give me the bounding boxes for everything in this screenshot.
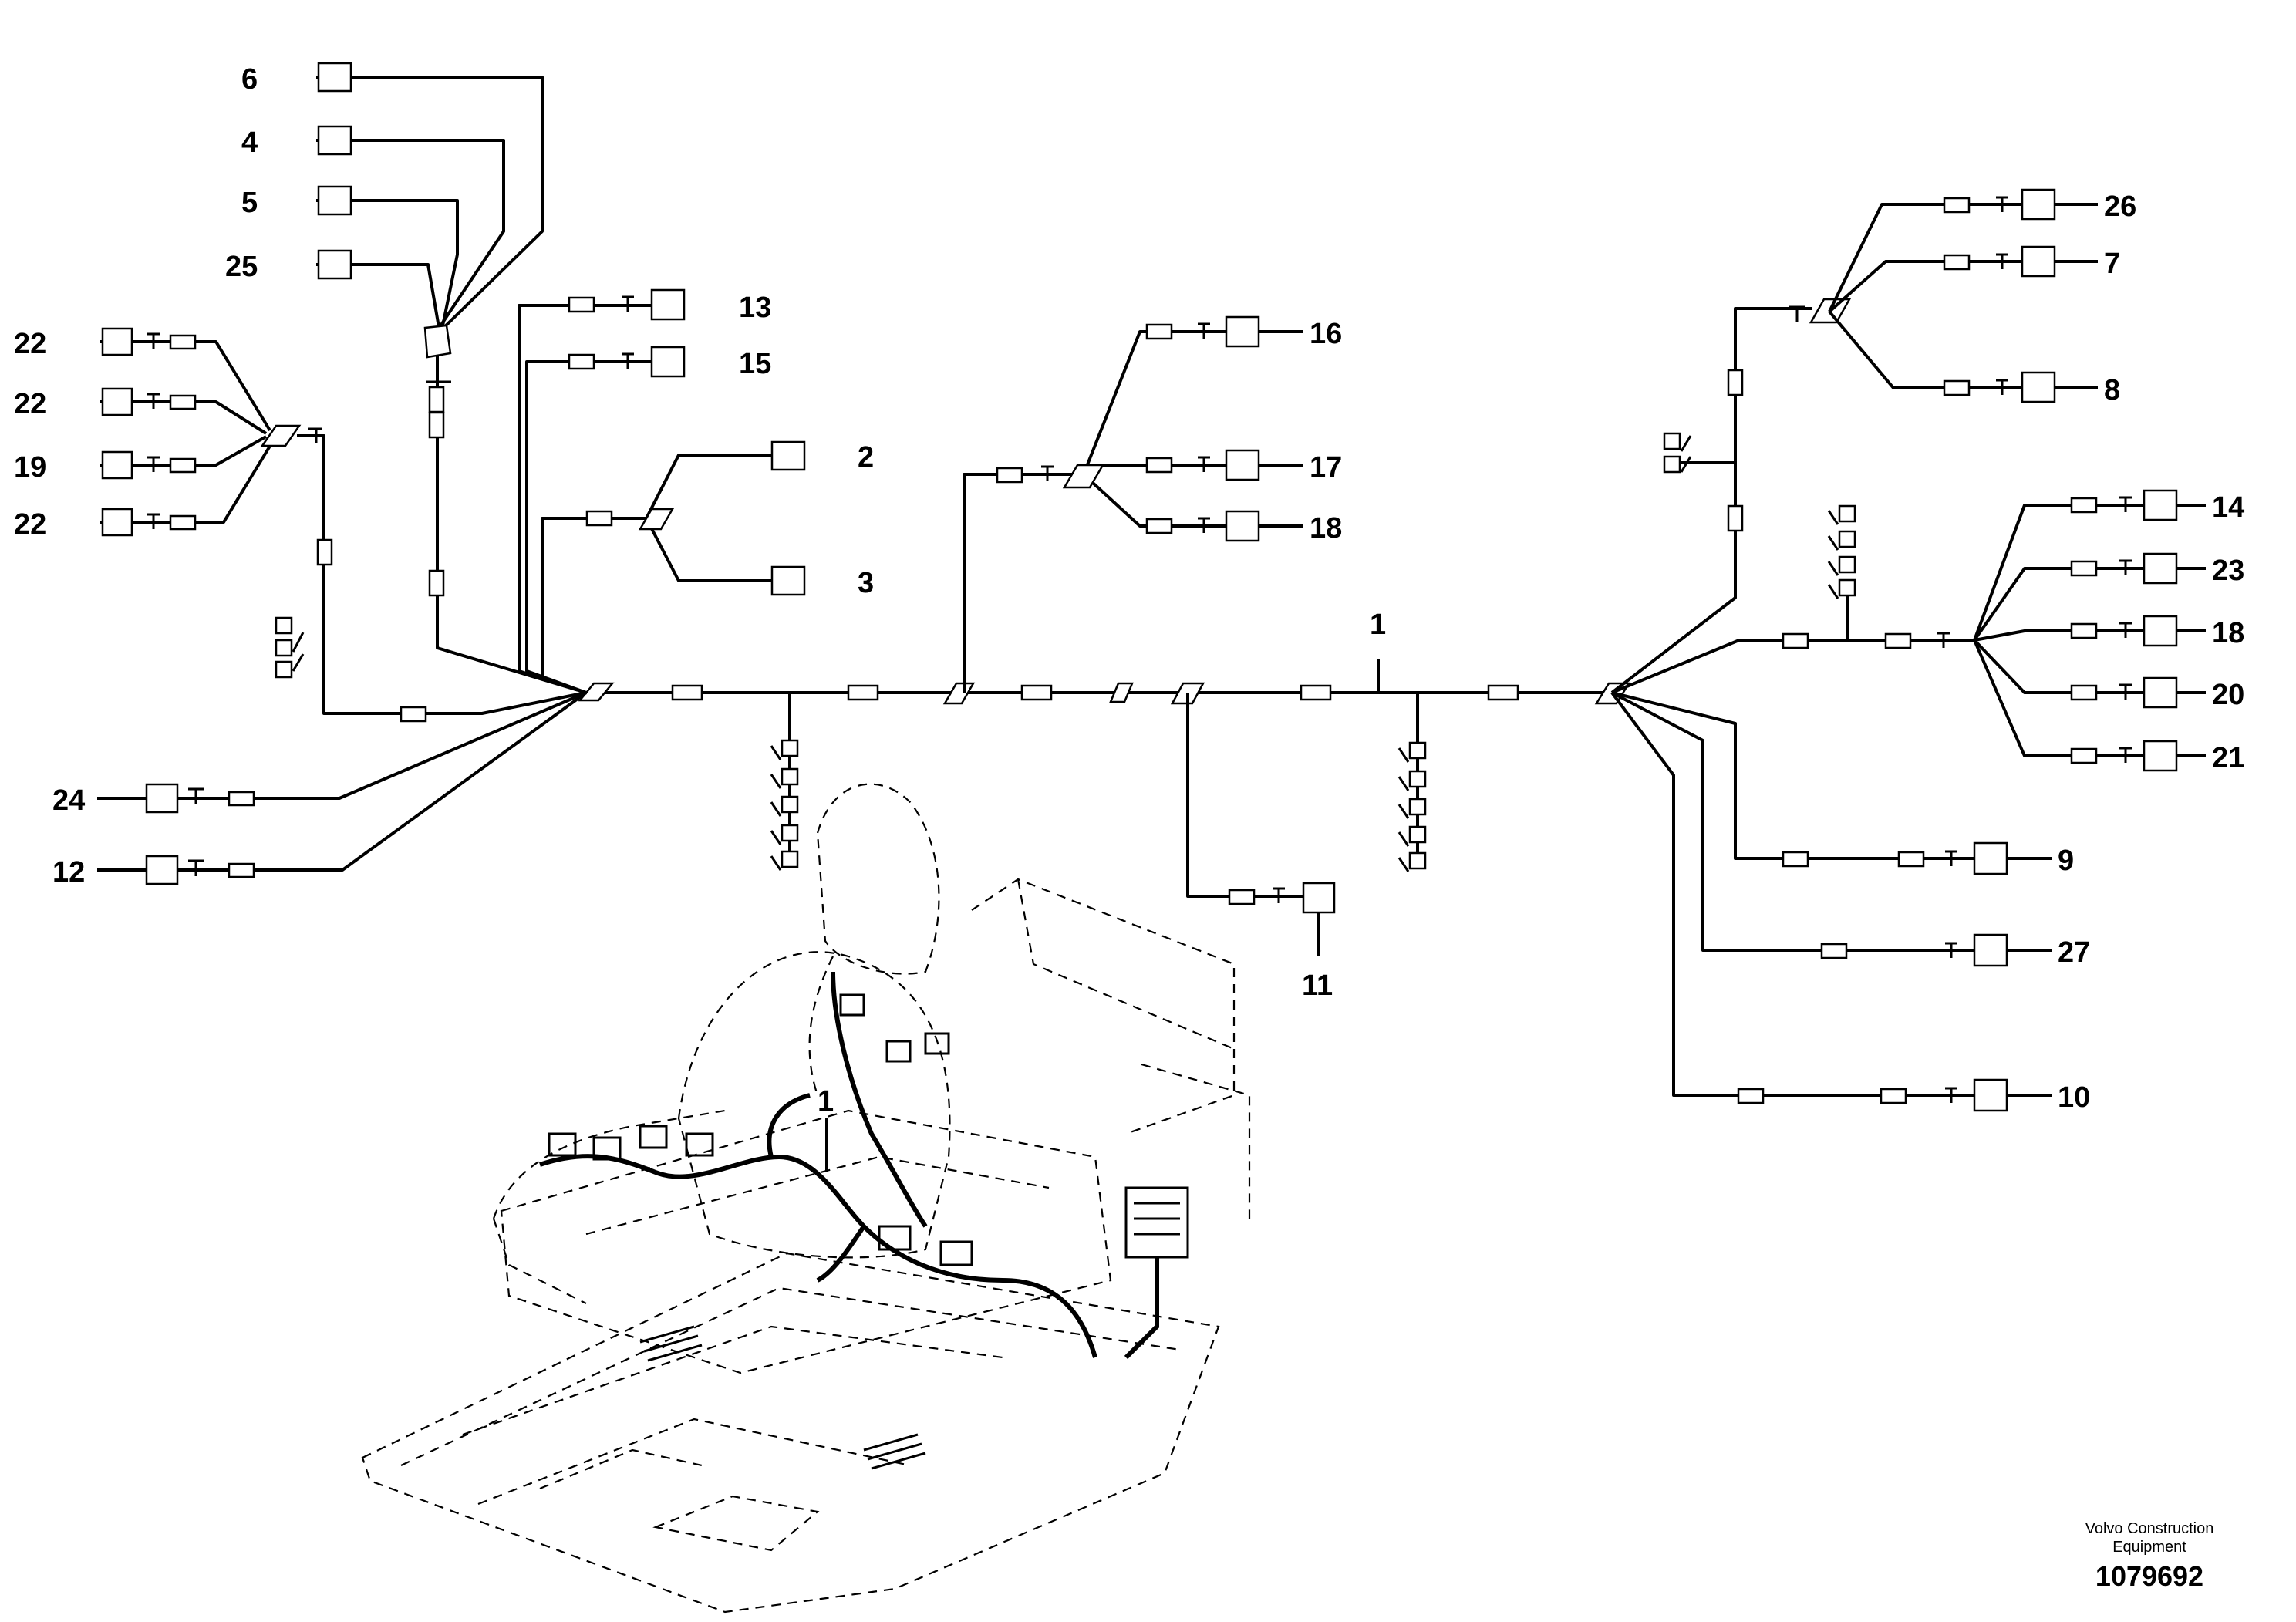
- fan-connectors-22c: [101, 508, 197, 537]
- callout-20: 20: [2212, 679, 2244, 711]
- callout-16: 16: [1310, 318, 1342, 350]
- callout-1-trunk: 1: [1370, 609, 1386, 641]
- fan-connectors-22b: [101, 387, 197, 416]
- callout-24: 24: [52, 784, 85, 817]
- ground-symbols-left: [275, 616, 305, 679]
- callout-26: 26: [2104, 191, 2136, 223]
- ground-stack-center-left: [770, 739, 799, 871]
- callout-6: 6: [241, 63, 258, 96]
- callout-19: 19: [14, 451, 46, 484]
- document-number: 1079692: [2095, 1560, 2203, 1592]
- callout-17: 17: [1310, 451, 1342, 484]
- callout-labels: 6 4 5 25 22 22 19 22 13 15 2 3 24 12 16 …: [14, 63, 2244, 1118]
- callout-22-a: 22: [14, 328, 46, 360]
- callout-22-c: 22: [14, 508, 46, 541]
- credit-block: Volvo Construction Equipment 1079692: [2085, 1520, 2214, 1592]
- fan-connectors-22a: [101, 327, 197, 356]
- callout-22-b: 22: [14, 388, 46, 420]
- callout-14: 14: [2212, 491, 2244, 524]
- main-trunk: [578, 659, 1631, 868]
- fan-connectors-19: [101, 450, 197, 480]
- company-name-line1: Volvo Construction: [2085, 1520, 2214, 1537]
- callout-1-harness: 1: [818, 1085, 834, 1118]
- operator-seat-illustration: [361, 783, 1251, 1614]
- center-branches: [770, 315, 1427, 956]
- callout-25: 25: [225, 251, 258, 283]
- callout-5: 5: [241, 187, 258, 219]
- callout-8: 8: [2104, 374, 2120, 406]
- callout-15: 15: [739, 348, 771, 380]
- left-junction-branches: [97, 62, 806, 885]
- right-branches: [1610, 188, 2206, 1112]
- callout-4: 4: [241, 126, 258, 159]
- callout-12: 12: [52, 856, 85, 889]
- ground-stack-right: [1827, 504, 1856, 599]
- ground-stack-center-right: [1397, 741, 1427, 872]
- callout-13: 13: [739, 292, 771, 324]
- callout-2: 2: [858, 441, 874, 474]
- callout-23: 23: [2212, 555, 2244, 587]
- callout-21: 21: [2212, 742, 2244, 774]
- callout-18-a: 18: [1310, 512, 1342, 545]
- callout-11: 11: [1302, 969, 1333, 1002]
- callout-9: 9: [2058, 845, 2074, 877]
- company-name-line2: Equipment: [2112, 1539, 2186, 1556]
- callout-3: 3: [858, 567, 874, 599]
- fan-right-connectors: [2070, 489, 2178, 772]
- callout-10: 10: [2058, 1081, 2090, 1114]
- callout-27: 27: [2058, 936, 2090, 969]
- callout-18-b: 18: [2212, 617, 2244, 649]
- callout-7: 7: [2104, 248, 2120, 280]
